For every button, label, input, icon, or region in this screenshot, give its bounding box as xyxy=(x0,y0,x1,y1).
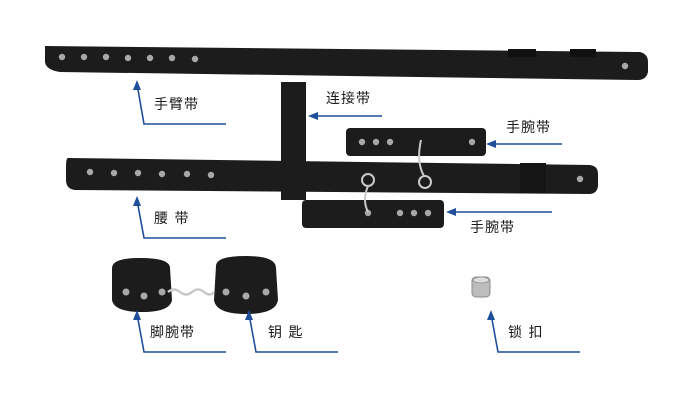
arrow-heads xyxy=(133,80,496,320)
waist-strap xyxy=(66,158,598,194)
lock-buckle-arrow xyxy=(490,313,580,353)
label-waist-strap: 腰 带 xyxy=(154,211,190,227)
waist-strap-arrow xyxy=(136,199,226,239)
pointer-arrows xyxy=(136,83,580,353)
key-arrow xyxy=(248,313,338,353)
label-key: 钥 匙 xyxy=(268,325,304,341)
label-lock-buckle: 锁 扣 xyxy=(508,325,544,341)
arm-strap xyxy=(45,46,648,80)
arm-strap-arrow xyxy=(136,83,226,125)
label-wrist-strap-lower: 手腕带 xyxy=(470,220,515,236)
ankle-cuffs xyxy=(112,256,278,314)
wrist-strap-upper xyxy=(346,128,486,177)
label-arm-strap: 手臂带 xyxy=(154,97,199,113)
label-wrist-strap-upper: 手腕带 xyxy=(506,120,551,136)
ankle-cuffs-arrow xyxy=(136,313,226,353)
label-connecting-strap: 连接带 xyxy=(326,91,371,107)
lock-buckle xyxy=(471,276,491,298)
wrist-strap-lower xyxy=(302,185,444,228)
label-ankle-cuffs: 脚腕带 xyxy=(150,325,195,341)
